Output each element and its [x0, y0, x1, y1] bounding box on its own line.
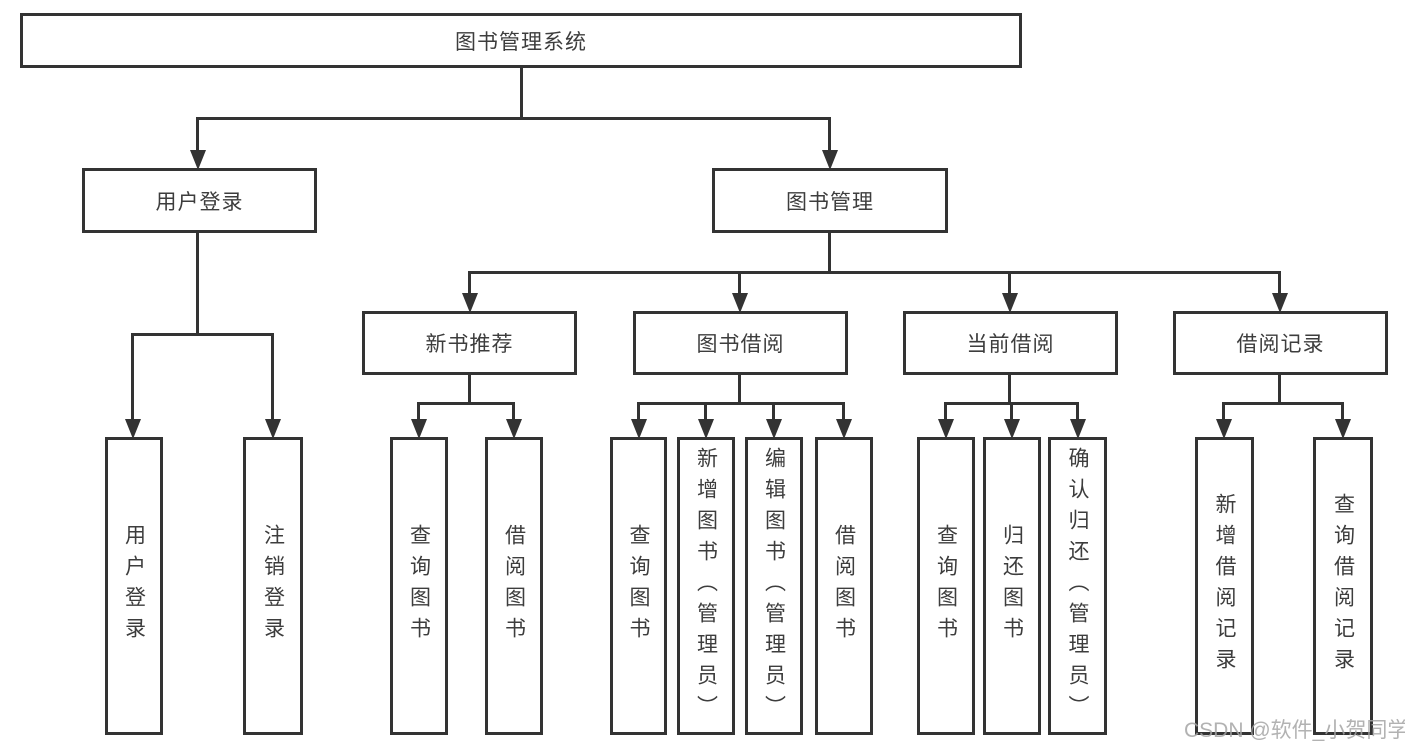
connector-line	[944, 402, 947, 422]
leaf-bb-query-book-label: 查询图书	[627, 524, 650, 648]
leaf-br-add-record-label: 新增借阅记录	[1213, 493, 1236, 679]
leaf-bb-edit-book-admin-label: 编辑图书（管理员）	[762, 446, 786, 726]
leaf-bb-add-book-admin: 新增图书（管理员）	[677, 437, 735, 735]
connector-arrowhead	[1272, 293, 1288, 313]
connector-line	[1008, 271, 1011, 297]
connector-line	[468, 271, 1281, 274]
node-borrow-record-label: 借阅记录	[1236, 333, 1325, 356]
connector-line	[196, 117, 831, 120]
leaf-nbr-query-book: 查询图书	[390, 437, 448, 735]
node-new-book-recommend-label: 新书推荐	[425, 333, 514, 356]
connector-arrowhead	[462, 293, 478, 313]
connector-line	[1341, 402, 1344, 422]
connector-line	[196, 233, 199, 336]
connector-line	[1076, 402, 1079, 422]
connector-arrowhead	[631, 419, 647, 439]
leaf-nbr-borrow-book-label: 借阅图书	[502, 524, 526, 648]
node-user-login: 用户登录	[82, 168, 317, 233]
connector-line	[271, 333, 274, 423]
connector-line	[637, 402, 845, 405]
connector-line	[417, 402, 420, 422]
leaf-bb-borrow-book: 借阅图书	[815, 437, 873, 735]
connector-arrowhead	[938, 419, 954, 439]
leaf-br-query-record-label: 查询借阅记录	[1331, 493, 1355, 679]
leaf-cb-confirm-return-admin: 确认归还（管理员）	[1048, 437, 1107, 735]
leaf-user-login: 用户登录	[105, 437, 163, 735]
connector-line	[1222, 402, 1225, 422]
leaf-br-query-record: 查询借阅记录	[1313, 437, 1373, 735]
leaf-cb-query-book: 查询图书	[917, 437, 975, 735]
connector-line	[704, 402, 707, 422]
leaf-cb-return-book-label: 归还图书	[1000, 524, 1024, 648]
connector-arrowhead	[1070, 419, 1086, 439]
node-new-book-recommend: 新书推荐	[362, 311, 577, 375]
node-book-borrow: 图书借阅	[633, 311, 848, 375]
leaf-nbr-borrow-book: 借阅图书	[485, 437, 543, 735]
connector-arrowhead	[190, 150, 206, 170]
connector-arrowhead	[265, 419, 281, 439]
connector-line	[1278, 271, 1281, 297]
connector-arrowhead	[836, 419, 852, 439]
leaf-cb-query-book-label: 查询图书	[934, 524, 958, 648]
connector-line	[131, 333, 134, 423]
connector-arrowhead	[1216, 419, 1232, 439]
connector-arrowhead	[1004, 419, 1020, 439]
connector-line	[512, 402, 515, 422]
node-user-login-label: 用户登录	[155, 190, 244, 214]
leaf-bb-borrow-book-label: 借阅图书	[832, 524, 856, 648]
leaf-cb-return-book: 归还图书	[983, 437, 1041, 735]
leaf-nbr-query-book-label: 查询图书	[407, 524, 431, 648]
connector-arrowhead	[506, 419, 522, 439]
connector-line	[196, 117, 199, 155]
node-book-borrow-label: 图书借阅	[696, 333, 785, 356]
connector-line	[738, 271, 741, 297]
leaf-user-login-label: 用户登录	[122, 524, 146, 648]
connector-line	[468, 271, 471, 297]
connector-arrowhead	[766, 419, 782, 439]
connector-line	[468, 375, 471, 405]
connector-line	[417, 402, 515, 405]
connector-line	[1010, 402, 1013, 422]
connector-line	[637, 402, 640, 422]
leaf-bb-edit-book-admin: 编辑图书（管理员）	[745, 437, 803, 735]
leaf-logout-label: 注销登录	[261, 524, 285, 648]
node-current-borrow: 当前借阅	[903, 311, 1118, 375]
connector-line	[1222, 402, 1344, 405]
connector-arrowhead	[125, 419, 141, 439]
connector-line	[772, 402, 775, 422]
connector-line	[828, 233, 831, 274]
connector-line	[520, 68, 523, 120]
connector-line	[842, 402, 845, 422]
node-book-management: 图书管理	[712, 168, 948, 233]
node-root-label: 图书管理系统	[455, 30, 587, 54]
connector-arrowhead	[732, 293, 748, 313]
connector-arrowhead	[411, 419, 427, 439]
leaf-br-add-record: 新增借阅记录	[1195, 437, 1254, 735]
connector-line	[1008, 375, 1011, 405]
node-current-borrow-label: 当前借阅	[966, 333, 1055, 356]
leaf-bb-query-book: 查询图书	[610, 437, 667, 735]
connector-line	[1278, 375, 1281, 405]
node-book-management-label: 图书管理	[786, 190, 874, 214]
connector-arrowhead	[698, 419, 714, 439]
connector-line	[131, 333, 274, 336]
connector-line	[828, 117, 831, 155]
leaf-bb-add-book-admin-label: 新增图书（管理员）	[694, 446, 718, 726]
leaf-logout: 注销登录	[243, 437, 303, 735]
leaf-cb-confirm-return-admin-label: 确认归还（管理员）	[1066, 446, 1089, 726]
watermark: CSDN @软件_小贺同学	[1184, 719, 1405, 742]
connector-arrowhead	[1002, 293, 1018, 313]
connector-line	[738, 375, 741, 405]
node-borrow-record: 借阅记录	[1173, 311, 1388, 375]
node-root: 图书管理系统	[20, 13, 1022, 68]
connector-arrowhead	[822, 150, 838, 170]
connector-arrowhead	[1335, 419, 1351, 439]
